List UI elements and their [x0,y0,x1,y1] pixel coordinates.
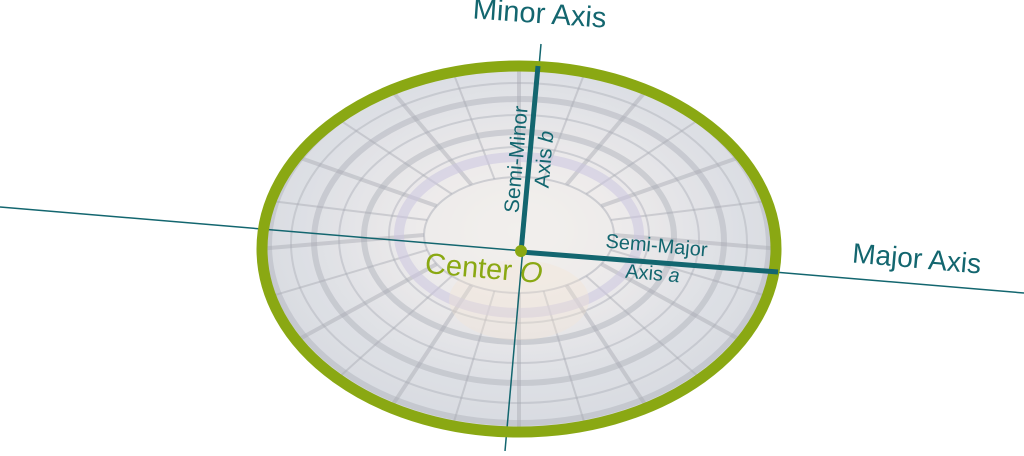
semi-major-label-line2: Axis a [624,261,680,288]
semi-minor-axis-segment [518,65,541,253]
dome-photo [262,66,776,432]
major-axis-label: Major Axis [851,237,982,279]
center-point [515,245,527,257]
semi-major-axis-segment [520,249,779,275]
semi-minor-label-line2: Axis b [531,130,559,189]
major-axis-line [0,206,1024,294]
minor-axis-label: Minor Axis [472,0,608,35]
ellipse-outline [256,60,782,438]
